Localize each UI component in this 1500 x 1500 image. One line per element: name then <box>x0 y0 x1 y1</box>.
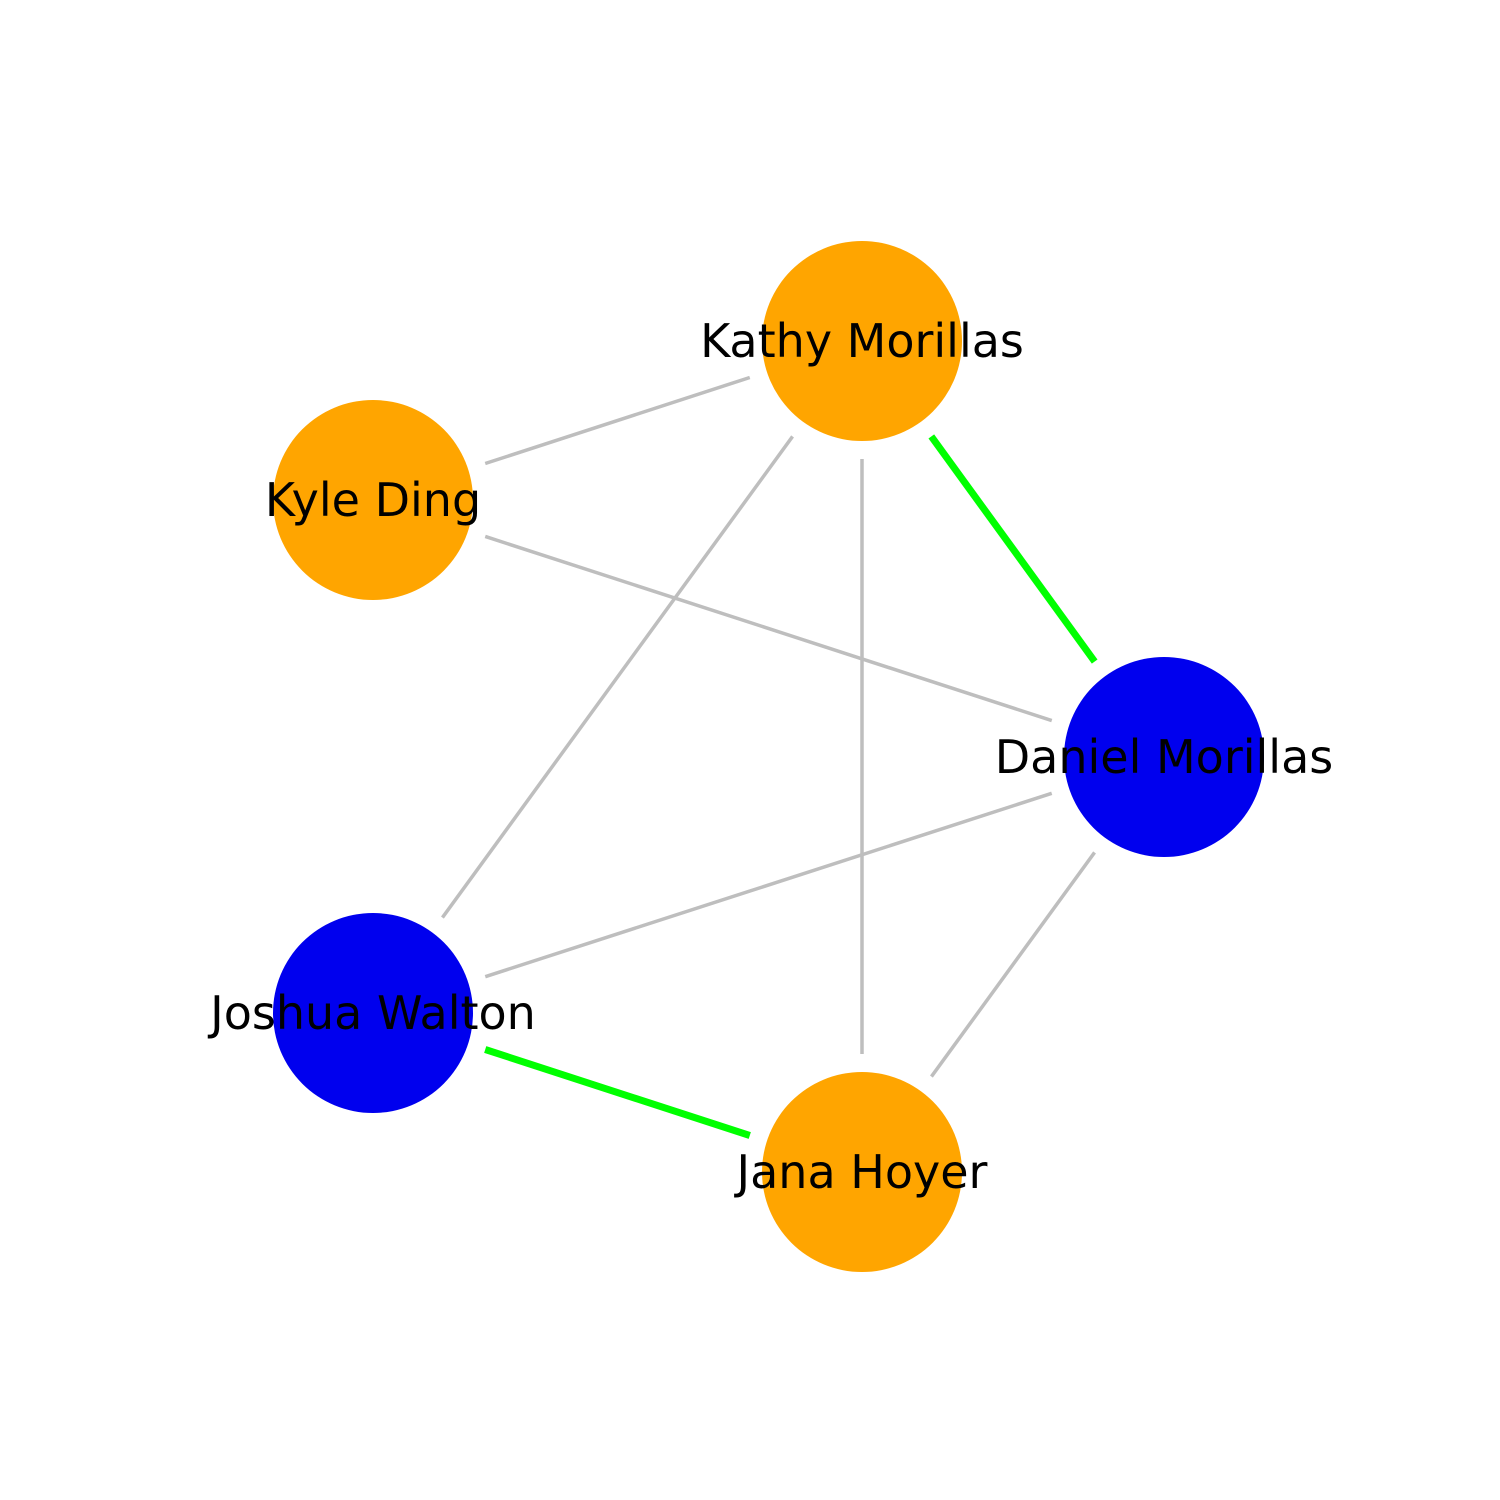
node-kyle <box>273 400 473 600</box>
edge-daniel-jana <box>930 851 1096 1078</box>
edge-daniel-joshua <box>484 791 1053 979</box>
node-label-kathy: Kathy Morillas <box>700 314 1024 368</box>
node-label-jana: Jana Hoyer <box>734 1145 988 1199</box>
edges-layer <box>441 375 1098 1139</box>
edge-kyle-kathy <box>484 375 751 466</box>
node-label-joshua: Joshua Walton <box>207 986 536 1040</box>
edge-kyle-daniel <box>484 534 1053 723</box>
edge-joshua-jana <box>484 1046 751 1139</box>
node-label-daniel: Daniel Morillas <box>995 730 1334 784</box>
node-label-kyle: Kyle Ding <box>265 473 481 527</box>
node-joshua <box>273 913 473 1113</box>
node-kathy <box>762 241 962 441</box>
edge-kathy-joshua <box>441 435 794 919</box>
edge-kathy-daniel <box>928 434 1098 664</box>
nodes-layer <box>273 241 1264 1272</box>
node-daniel <box>1064 657 1264 857</box>
node-jana <box>762 1072 962 1272</box>
